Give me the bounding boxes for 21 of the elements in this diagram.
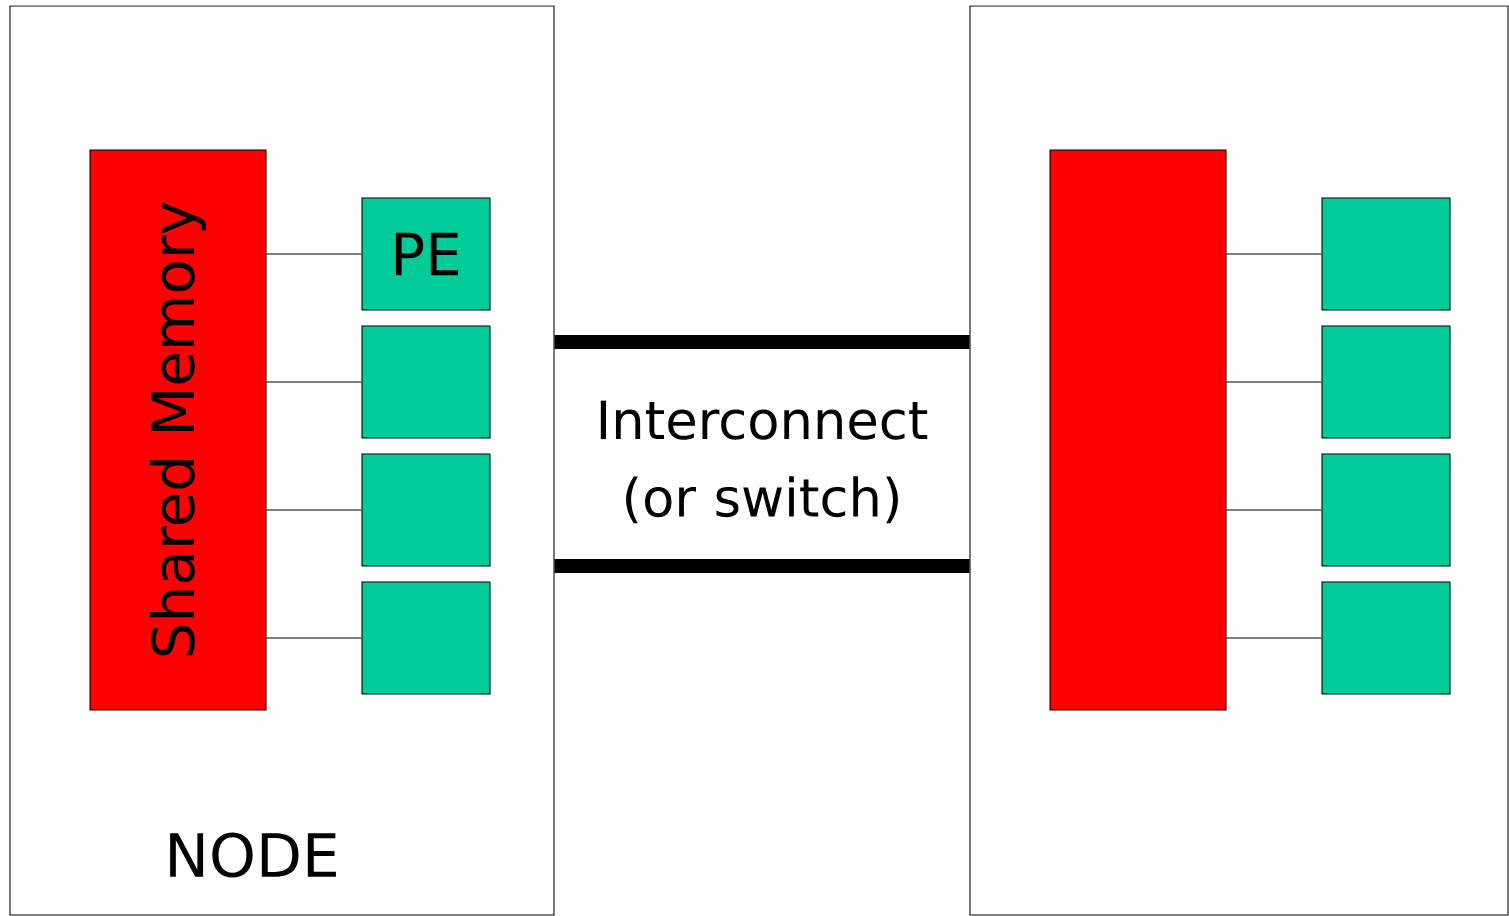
- connector-line: [1226, 381, 1322, 383]
- pe-box: [1321, 453, 1451, 567]
- pe-box: [1321, 325, 1451, 439]
- connector-line: [1226, 637, 1322, 639]
- pe-box: [361, 581, 491, 695]
- memory-box: [1049, 149, 1227, 711]
- memory-box: Shared Memory: [89, 149, 267, 711]
- connector-line: [1226, 509, 1322, 511]
- connector-line: [266, 381, 362, 383]
- pe-box: [361, 453, 491, 567]
- connector-line: [1226, 253, 1322, 255]
- pe-box: PE: [361, 197, 491, 311]
- interconnect-bar: [554, 559, 970, 573]
- connector-line: [266, 253, 362, 255]
- pe-box: [1321, 581, 1451, 695]
- pe-box: [1321, 197, 1451, 311]
- pe-box: [361, 325, 491, 439]
- connector-line: [266, 509, 362, 511]
- interconnect-bar: [554, 335, 970, 349]
- connector-line: [266, 637, 362, 639]
- interconnect-label: Interconnect (or switch): [600, 400, 928, 524]
